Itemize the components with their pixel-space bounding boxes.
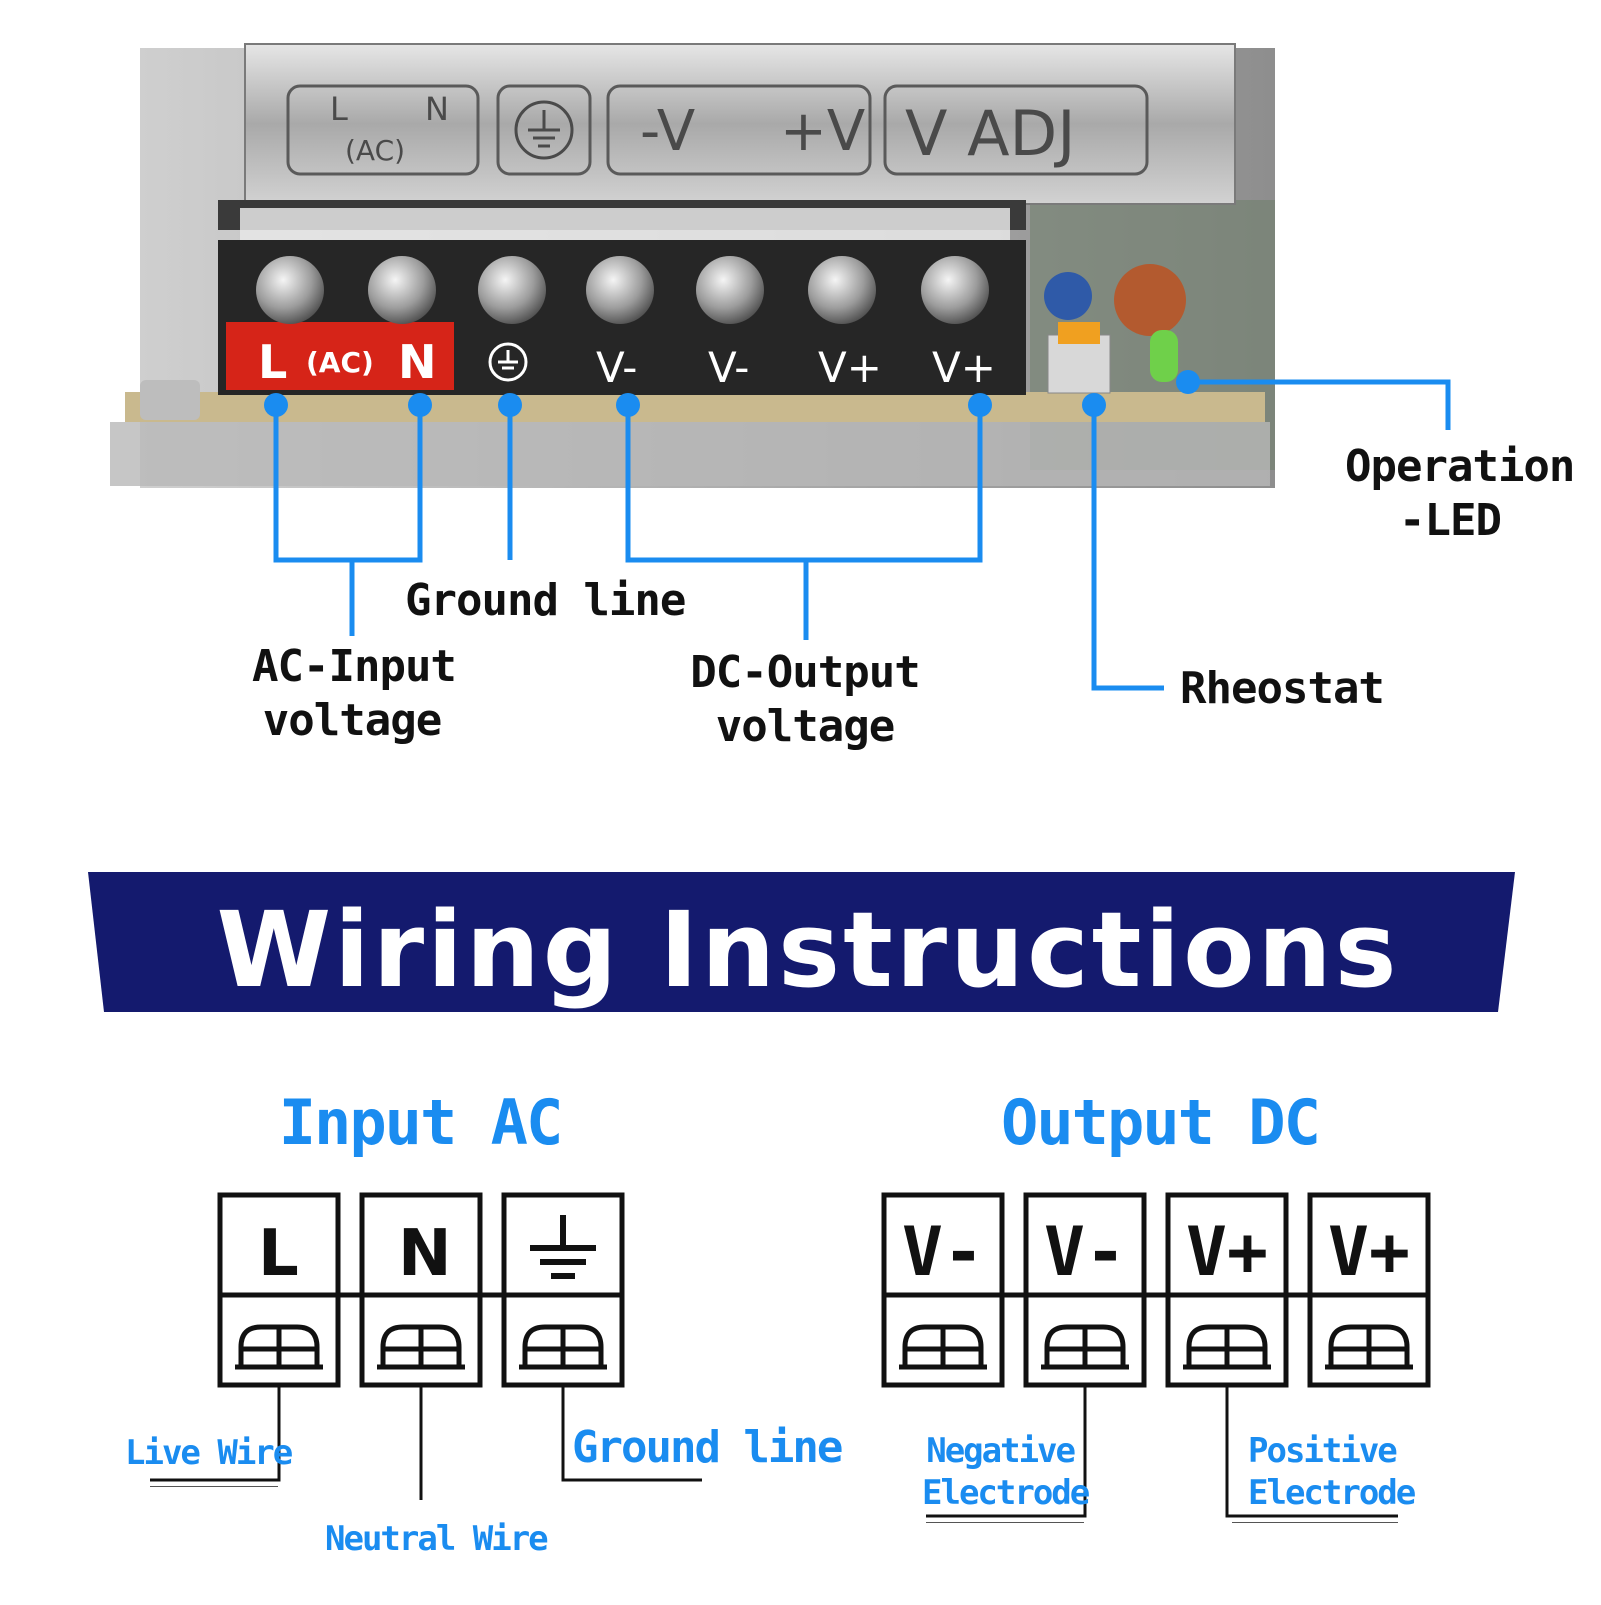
positive-underline bbox=[1232, 1522, 1398, 1523]
callout-operation-led: Operation -LED bbox=[1345, 441, 1575, 546]
pcb-strip bbox=[125, 392, 1265, 422]
live-wire-underline bbox=[150, 1486, 278, 1487]
mount-screw bbox=[140, 380, 200, 420]
terminal-label-l: L bbox=[258, 335, 287, 389]
input-terminal-n: N bbox=[398, 1217, 452, 1291]
capacitor-orange bbox=[1114, 264, 1186, 336]
wire-lines bbox=[150, 1387, 1398, 1518]
callout-dc-output: DC-Output voltage bbox=[690, 647, 920, 752]
cover-label-ac: (AC) bbox=[345, 134, 405, 167]
cover-box-ac bbox=[286, 84, 480, 176]
cover-box-dc bbox=[606, 84, 872, 176]
input-ac-title: Input AC bbox=[278, 1086, 564, 1159]
input-terminal-ground-icon bbox=[530, 1215, 596, 1279]
cover-label-adj: V ADJ bbox=[905, 97, 1076, 170]
banner-background bbox=[88, 872, 1515, 1012]
negative-underline bbox=[926, 1522, 1084, 1523]
positive-electrode-label: Positive Electrode bbox=[1248, 1431, 1416, 1513]
output-terminal-2: V- bbox=[1044, 1213, 1126, 1292]
cover-box-ground bbox=[496, 84, 592, 176]
capacitor-blue bbox=[1044, 272, 1092, 320]
cover-label-neg: -V bbox=[640, 99, 695, 164]
terminal-cover-clear bbox=[240, 208, 1010, 246]
terminal-label-n: N bbox=[398, 335, 437, 389]
terminal-screws bbox=[256, 256, 989, 324]
callout-ac-input: AC-Input voltage bbox=[252, 641, 457, 746]
live-wire-label: Live Wire bbox=[125, 1433, 293, 1473]
cover-plate bbox=[244, 43, 1236, 205]
output-terminal-4: V+ bbox=[1328, 1213, 1410, 1292]
cover-ground-symbol bbox=[514, 100, 574, 160]
power-supply-illustration: L N (AC) -V +V V ADJ L (AC) N bbox=[110, 43, 1275, 488]
output-terminal-3: V+ bbox=[1186, 1213, 1268, 1292]
banner-title: Wiring Instructions bbox=[216, 889, 1400, 1011]
rheostat-body bbox=[1047, 334, 1111, 394]
input-terminal-l: L bbox=[258, 1217, 299, 1291]
terminal-ground-symbol bbox=[488, 342, 528, 382]
neutral-wire-label: Neutral Wire bbox=[325, 1519, 549, 1559]
negative-electrode-label: Negative Electrode bbox=[922, 1431, 1090, 1513]
terminal-label-v-pos-1: V+ bbox=[818, 343, 882, 392]
terminal-label-v-pos-2: V+ bbox=[932, 343, 996, 392]
callout-dots bbox=[264, 370, 1200, 417]
callout-lines bbox=[273, 379, 1451, 691]
callout-ground-line: Ground line bbox=[405, 575, 686, 626]
ground-line-label: Ground line bbox=[572, 1422, 843, 1473]
cover-label-l: L bbox=[330, 90, 348, 128]
callout-rheostat: Rheostat bbox=[1180, 663, 1385, 714]
terminal-label-v-neg-2: V- bbox=[708, 343, 749, 392]
housing-bottom bbox=[110, 422, 1270, 486]
output-dc-title: Output DC bbox=[1001, 1086, 1321, 1159]
cover-label-n: N bbox=[425, 90, 449, 128]
output-terminal-1: V- bbox=[902, 1213, 984, 1292]
terminal-label-v-neg-1: V- bbox=[596, 343, 637, 392]
clamp-icons bbox=[235, 1324, 1413, 1370]
terminal-label-ac: (AC) bbox=[306, 346, 374, 379]
cover-label-pos: +V bbox=[780, 99, 865, 164]
operation-led bbox=[1150, 330, 1178, 382]
terminal-ac-red-band bbox=[226, 322, 454, 390]
rheostat-knob bbox=[1058, 322, 1100, 344]
cover-box-adj bbox=[883, 84, 1149, 176]
